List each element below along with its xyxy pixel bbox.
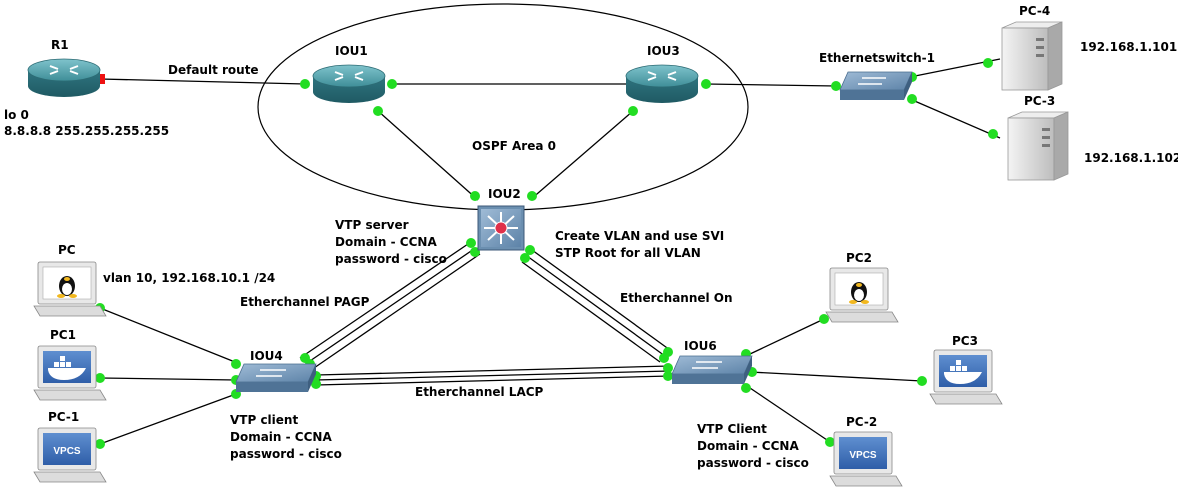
iou4-vtp-line-1: VTP client bbox=[230, 413, 298, 427]
label-pc-1: PC-1 bbox=[48, 410, 79, 424]
etherchannel-on[interactable] bbox=[521, 249, 671, 363]
iou6-vtp-line-1: VTP Client bbox=[697, 422, 767, 436]
node-labels: R1 IOU1 IOU3 IOU2 IOU4 IOU6 Ethernetswit… bbox=[48, 4, 1055, 429]
pc-vlan-label: vlan 10, 192.168.10.1 /24 bbox=[103, 271, 275, 285]
label-pc-2: PC-2 bbox=[846, 415, 877, 429]
tux-icon bbox=[57, 276, 77, 298]
linux-pc-icon-pc2[interactable] bbox=[825, 267, 899, 323]
default-route-label: Default route bbox=[168, 63, 259, 77]
etherchannel-lacp-label: Etherchannel LACP bbox=[415, 385, 544, 399]
vtp-server-line-3: password - cisco bbox=[335, 252, 447, 266]
linux-pc-icon-pc[interactable] bbox=[33, 261, 107, 317]
switch-icon-iou4[interactable] bbox=[235, 363, 317, 392]
etherchannel-on-label: Etherchannel On bbox=[620, 291, 733, 305]
label-iou3: IOU3 bbox=[647, 44, 680, 58]
r1-loopback-label: lo 0 bbox=[4, 108, 29, 122]
server-icon-pc-3[interactable] bbox=[1007, 111, 1069, 181]
iou6-vtp-line-3: password - cisco bbox=[697, 456, 809, 470]
docker-pc-icon-pc3[interactable] bbox=[929, 349, 1003, 405]
link-pc-iou4[interactable] bbox=[99, 307, 241, 365]
label-pc: PC bbox=[58, 243, 76, 257]
vtp-server-line-2: Domain - CCNA bbox=[335, 235, 437, 249]
r1-loopback-address: 8.8.8.8 255.255.255.255 bbox=[4, 124, 169, 138]
vpcs-label: VPCS bbox=[53, 446, 81, 457]
ospf-area-ellipse bbox=[257, 3, 749, 211]
label-iou4: IOU4 bbox=[250, 349, 283, 363]
switch-icon-ethernetswitch-1[interactable] bbox=[839, 71, 913, 100]
docker-whale-icon bbox=[944, 360, 982, 384]
link-pc1-iou4[interactable] bbox=[99, 377, 237, 381]
links bbox=[99, 58, 1001, 445]
router-icon-iou3[interactable] bbox=[625, 64, 699, 103]
vpcs-label: VPCS bbox=[849, 450, 877, 461]
label-iou2: IOU2 bbox=[488, 187, 521, 201]
vpcs-pc-icon-pc-2[interactable]: VPCS bbox=[829, 431, 903, 487]
link-iou6-pcm2[interactable] bbox=[749, 387, 831, 443]
link-iou6-pc3[interactable] bbox=[749, 371, 923, 382]
iou6-vtp-line-2: Domain - CCNA bbox=[697, 439, 799, 453]
link-iou3-iou2[interactable] bbox=[529, 110, 634, 201]
link-iou6-pc2[interactable] bbox=[749, 318, 825, 355]
label-r1: R1 bbox=[51, 38, 69, 52]
iou4-vtp-line-2: Domain - CCNA bbox=[230, 430, 332, 444]
link-r1-iou1[interactable] bbox=[99, 78, 306, 85]
tux-icon bbox=[849, 282, 869, 304]
vpcs-pc-icon-pc-1[interactable]: VPCS bbox=[33, 427, 107, 483]
link-iou3-ethsw[interactable] bbox=[705, 83, 837, 87]
pc-3-ip: 192.168.1.102 bbox=[1084, 151, 1178, 165]
label-pc-4: PC-4 bbox=[1019, 4, 1050, 18]
label-iou6: IOU6 bbox=[684, 339, 717, 353]
docker-whale-icon bbox=[48, 356, 86, 380]
annotations: lo 0 8.8.8.8 255.255.255.255 Default rou… bbox=[4, 40, 1178, 470]
label-pc3: PC3 bbox=[952, 334, 978, 348]
ospf-area-label: OSPF Area 0 bbox=[472, 139, 556, 153]
switch-icon-iou6[interactable] bbox=[671, 355, 753, 384]
label-pc1: PC1 bbox=[50, 328, 76, 342]
etherchannel-lacp[interactable] bbox=[315, 365, 671, 386]
router-icon-iou1[interactable] bbox=[312, 64, 386, 103]
label-ethernetswitch-1: Ethernetswitch-1 bbox=[819, 51, 935, 65]
link-pcm1-iou4[interactable] bbox=[99, 393, 237, 445]
etherchannel-pagp-label: Etherchannel PAGP bbox=[240, 295, 370, 309]
pc-4-ip: 192.168.1.101 bbox=[1080, 40, 1177, 54]
label-pc-3-server: PC-3 bbox=[1024, 94, 1055, 108]
multilayer-switch-icon-iou2[interactable] bbox=[477, 205, 525, 251]
iou2-note-line-2: STP Root for all VLAN bbox=[555, 246, 701, 260]
label-iou1: IOU1 bbox=[335, 44, 368, 58]
link-iou1-iou2[interactable] bbox=[377, 110, 479, 201]
router-icon-r1[interactable] bbox=[27, 58, 101, 97]
etherchannel-pagp[interactable] bbox=[299, 243, 481, 369]
vtp-server-line-1: VTP server bbox=[335, 218, 409, 232]
link-ethsw-pc3[interactable] bbox=[909, 98, 1001, 139]
server-icon-pc-4[interactable] bbox=[1001, 21, 1063, 91]
iou4-vtp-line-3: password - cisco bbox=[230, 447, 342, 461]
iou2-note-line-1: Create VLAN and use SVI bbox=[555, 229, 724, 243]
label-pc2: PC2 bbox=[846, 251, 872, 265]
docker-pc-icon-pc1[interactable] bbox=[33, 345, 107, 401]
